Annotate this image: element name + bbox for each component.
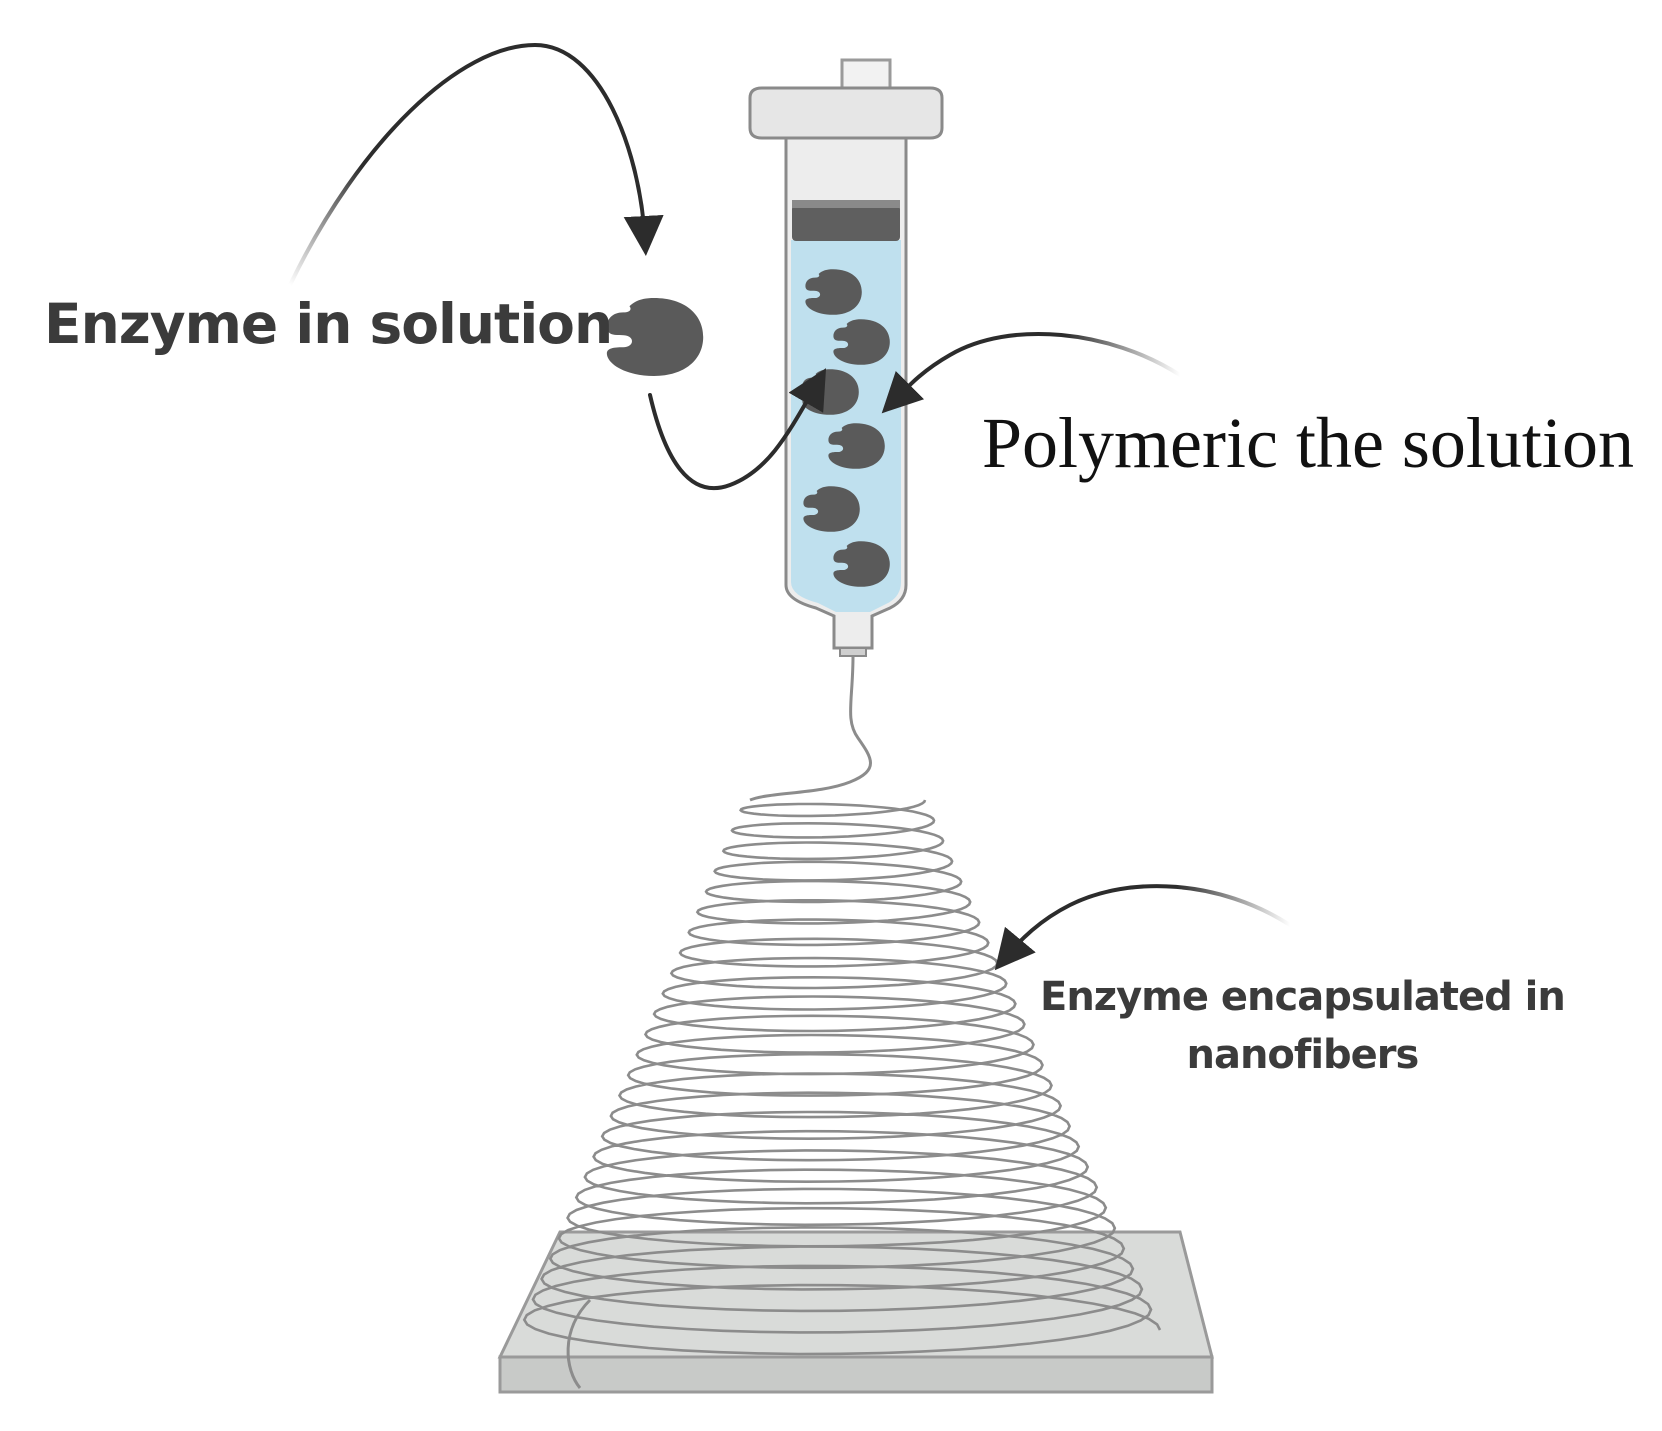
arrow-enzyme-to-syringe bbox=[288, 42, 664, 287]
arrows bbox=[288, 42, 1292, 971]
arrow-polymeric-label bbox=[881, 332, 1182, 414]
arrow-enzyme-to-solution bbox=[648, 368, 827, 491]
arrow-encapsulated-label bbox=[994, 884, 1292, 971]
encapsulated-label: Enzyme encapsulated in nanofibers bbox=[1040, 968, 1566, 1084]
nanofiber-coil bbox=[522, 655, 1162, 1389]
fiber-helix bbox=[522, 799, 1162, 1356]
polymeric-solution-label: Polymeric the solution bbox=[982, 403, 1634, 483]
fiber-jet bbox=[749, 655, 872, 802]
encapsulated-label-line1: Enzyme encapsulated in bbox=[1040, 974, 1566, 1020]
enzyme-icon bbox=[606, 298, 704, 376]
fiber-tail bbox=[566, 1298, 592, 1389]
enzyme-in-solution-label: Enzyme in solution bbox=[44, 292, 613, 356]
encapsulated-label-line2: nanofibers bbox=[1186, 1032, 1419, 1078]
